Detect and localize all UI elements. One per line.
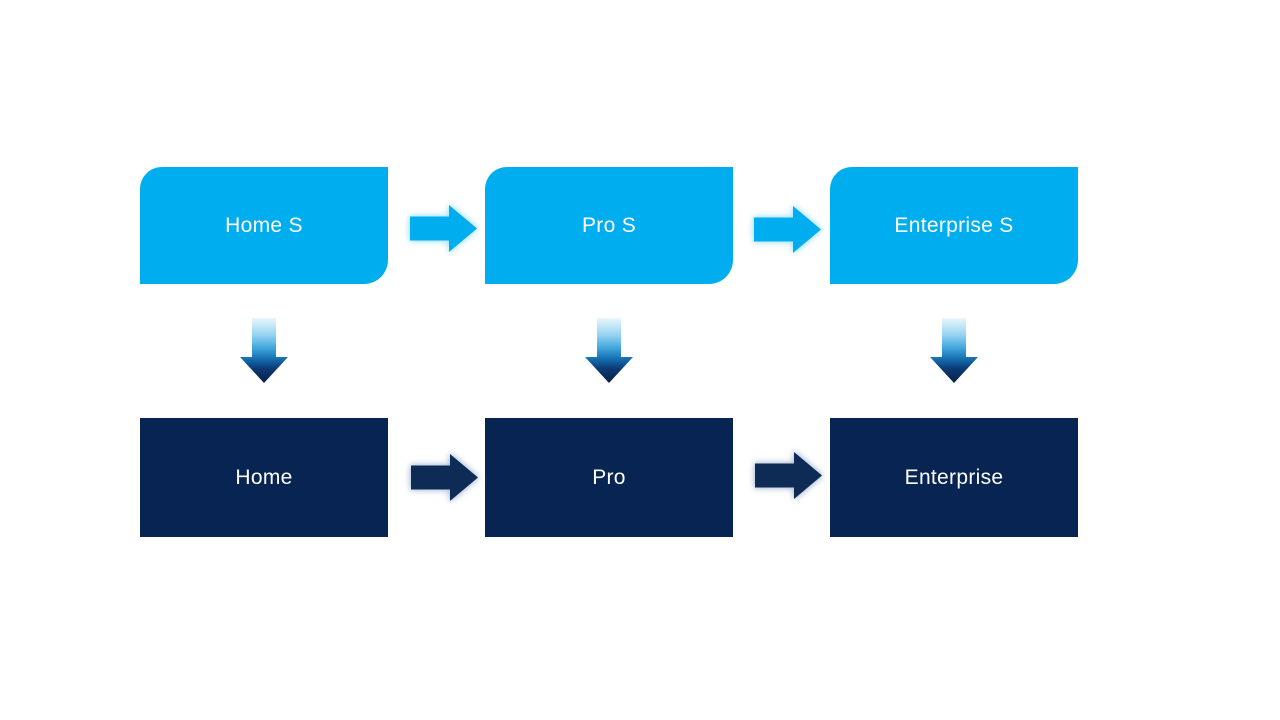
column-pro: Pro S Pro	[485, 0, 733, 720]
bottom-box-enterprise: Enterprise	[830, 418, 1078, 537]
column-home: Home S Home	[140, 0, 388, 720]
right-arrow-icon	[754, 206, 821, 253]
bottom-box-label: Pro	[592, 465, 626, 489]
bottom-box-pro: Pro	[485, 418, 733, 537]
down-arrow-icon	[240, 318, 288, 383]
down-arrow-icon	[930, 318, 978, 383]
column-enterprise: Enterprise S Enterprise	[830, 0, 1078, 720]
top-box-label: Home S	[225, 213, 303, 237]
top-box-pro-s: Pro S	[485, 167, 733, 284]
top-box-enterprise-s: Enterprise S	[830, 167, 1078, 284]
top-box-label: Enterprise S	[894, 213, 1014, 237]
bottom-box-home: Home	[140, 418, 388, 537]
top-box-label: Pro S	[581, 213, 637, 237]
right-arrow-icon	[755, 452, 822, 499]
down-arrow-icon	[585, 318, 633, 383]
bottom-box-label: Home	[235, 465, 293, 489]
right-arrow-icon	[410, 205, 477, 252]
right-arrow-icon	[411, 454, 478, 501]
top-box-home-s: Home S	[140, 167, 388, 284]
bottom-box-label: Enterprise	[904, 465, 1004, 489]
